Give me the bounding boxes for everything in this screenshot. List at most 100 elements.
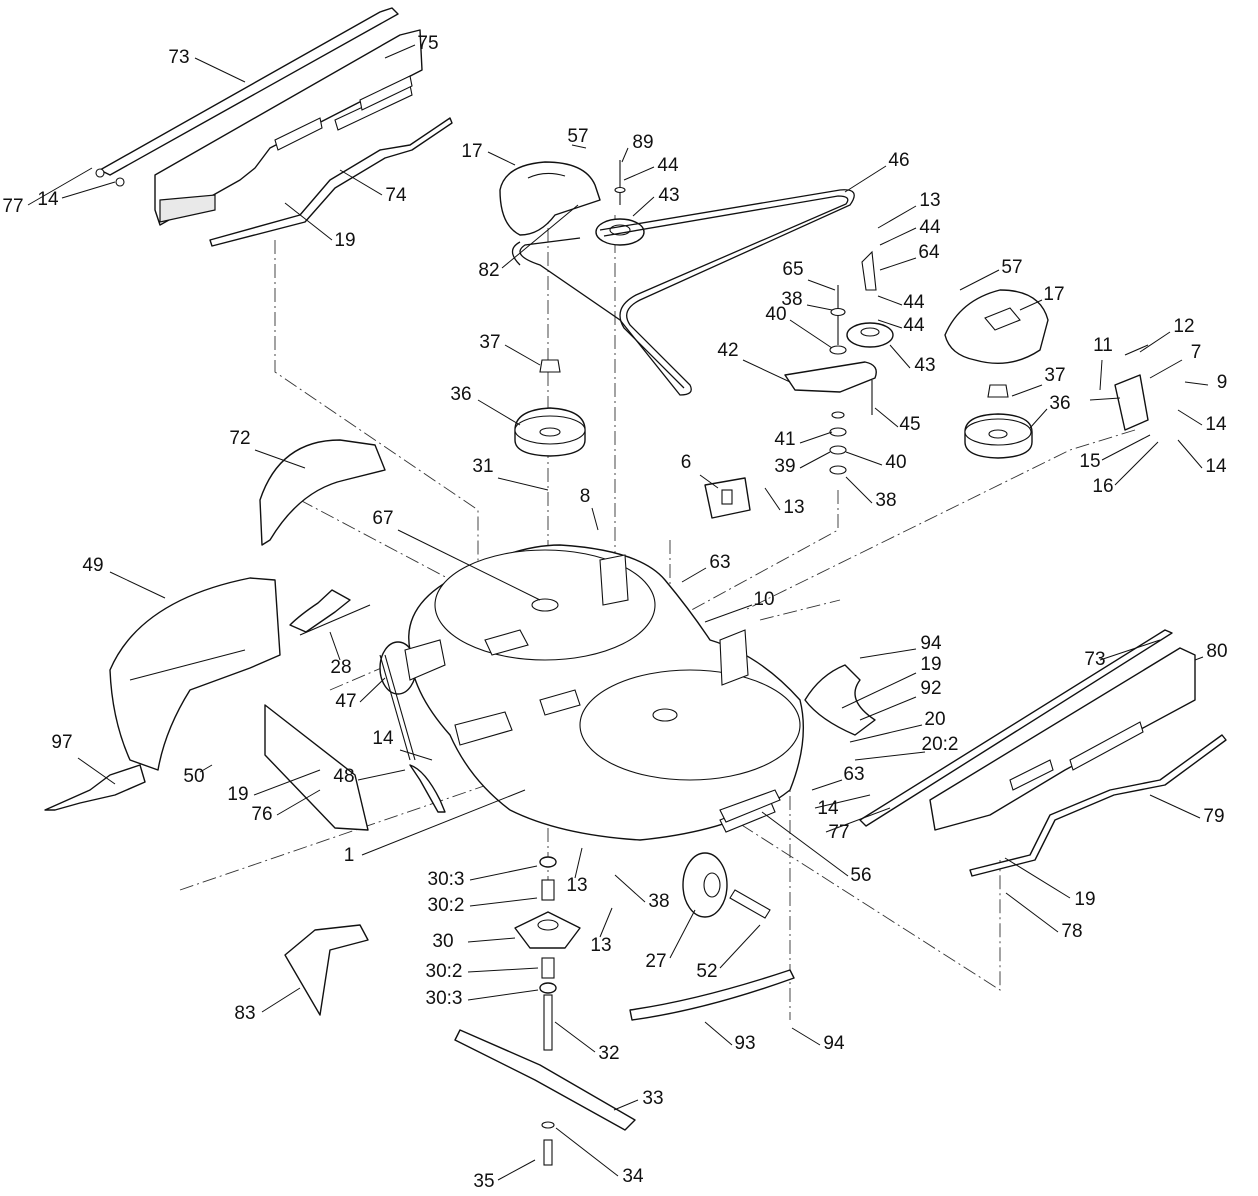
- callout-label: 37: [479, 332, 500, 353]
- callout-label: 33: [642, 1088, 663, 1109]
- callout-leader: [877, 319, 903, 329]
- callout-leader: [554, 1021, 596, 1053]
- callout-leader: [742, 359, 791, 383]
- callout-leader: [761, 811, 849, 877]
- callout-leader: [504, 344, 541, 366]
- callout-label: 27: [645, 951, 666, 972]
- callout-label: 38: [781, 289, 802, 310]
- callout-leader: [469, 897, 538, 907]
- callout-label: 94: [920, 633, 942, 654]
- callout-label: 67: [372, 508, 393, 529]
- callout-label: 37: [1044, 365, 1065, 386]
- callout-label: 19: [227, 784, 248, 805]
- belt-guide-6: [704, 477, 751, 519]
- callout-label: 30:2: [426, 961, 463, 982]
- callout-label: 12: [1173, 316, 1194, 337]
- callout-leader: [109, 571, 166, 599]
- callout-label: 13: [919, 190, 940, 211]
- callout-label: 77: [828, 822, 849, 843]
- callout-label: 14: [817, 798, 839, 819]
- callout-leader: [825, 807, 891, 833]
- grass-collector-49: [109, 577, 281, 771]
- callout-leader: [194, 57, 246, 83]
- callout-label: 47: [335, 691, 356, 712]
- callout-leader: [397, 529, 541, 601]
- callout-leader: [1029, 408, 1048, 429]
- spindle-pulley-left: [514, 359, 586, 457]
- callout-label: 38: [648, 891, 669, 912]
- callout-leader: [699, 474, 719, 489]
- callout-leader: [1177, 409, 1203, 426]
- callout-leader: [1011, 384, 1043, 397]
- callout-label: 75: [417, 33, 438, 54]
- callout-leader: [469, 865, 538, 881]
- callout-leader: [719, 924, 761, 969]
- callout-label: 13: [590, 935, 611, 956]
- callout-label: 56: [850, 865, 871, 886]
- callout-label: 38: [875, 490, 896, 511]
- callout-label: 80: [1206, 641, 1227, 662]
- callout-leader: [467, 967, 539, 973]
- callout-leader: [849, 724, 923, 743]
- callout-label: 57: [1001, 257, 1022, 278]
- callout-label: 14: [372, 728, 394, 749]
- callout-label: 74: [385, 185, 407, 206]
- callout-label: 73: [1084, 649, 1105, 670]
- callout-leader: [854, 751, 926, 761]
- callout-label: 34: [622, 1166, 644, 1187]
- deck-skirt-93: [629, 969, 795, 1021]
- callout-label: 83: [234, 1003, 255, 1024]
- lever-48: [409, 764, 446, 813]
- callout-label: 31: [472, 456, 493, 477]
- front-caster-wheel: [379, 639, 513, 746]
- callout-leader: [555, 1127, 619, 1177]
- callout-leader: [284, 202, 333, 241]
- callout-label: 73: [168, 47, 189, 68]
- callout-leader: [497, 477, 549, 491]
- callout-leader: [799, 451, 831, 469]
- height-bracket: [1089, 344, 1149, 431]
- callout-leader: [877, 295, 903, 306]
- callout-label: 43: [658, 185, 679, 206]
- callout-leader: [959, 269, 1000, 291]
- callout-label: 79: [1203, 806, 1224, 827]
- callout-label: 72: [229, 428, 250, 449]
- callout-leader: [477, 399, 521, 426]
- callout-leader: [61, 181, 116, 199]
- callout-leader: [859, 696, 917, 721]
- callout-leader: [879, 257, 917, 271]
- mower-deck: [408, 544, 804, 841]
- callout-label: 65: [782, 259, 803, 280]
- callout-label: 14: [1205, 456, 1227, 477]
- callout-leader: [467, 937, 516, 943]
- callout-label: 10: [753, 589, 774, 610]
- callout-label: 43: [914, 355, 935, 376]
- callout-label: 64: [918, 242, 940, 263]
- callout-leader: [384, 44, 416, 59]
- callout-label: 17: [1043, 284, 1064, 305]
- callout-label: 19: [920, 654, 941, 675]
- callout-label: 63: [843, 764, 864, 785]
- callout-label: 20:2: [922, 734, 959, 755]
- callout-leader: [1019, 299, 1043, 311]
- callout-label: 35: [473, 1171, 494, 1192]
- callout-label: 30:3: [426, 988, 463, 1009]
- callout-label: 40: [765, 304, 786, 325]
- callout-leader: [339, 169, 383, 196]
- callout-leader: [704, 604, 753, 623]
- rear-wheel-27: [682, 852, 771, 919]
- callout-label: 1: [344, 845, 355, 866]
- callout-leader: [357, 769, 406, 781]
- callout-label: 16: [1092, 476, 1113, 497]
- callout-leader: [1004, 857, 1071, 899]
- callout-label: 14: [1205, 414, 1227, 435]
- callout-leader: [874, 407, 899, 428]
- callout-label: 28: [330, 657, 351, 678]
- callout-label: 41: [774, 429, 795, 450]
- callout-leader: [845, 476, 873, 504]
- callout-label: 13: [783, 497, 804, 518]
- callout-leader: [574, 847, 583, 879]
- callout-leader: [497, 1159, 536, 1181]
- chute-flap-97: [44, 764, 146, 811]
